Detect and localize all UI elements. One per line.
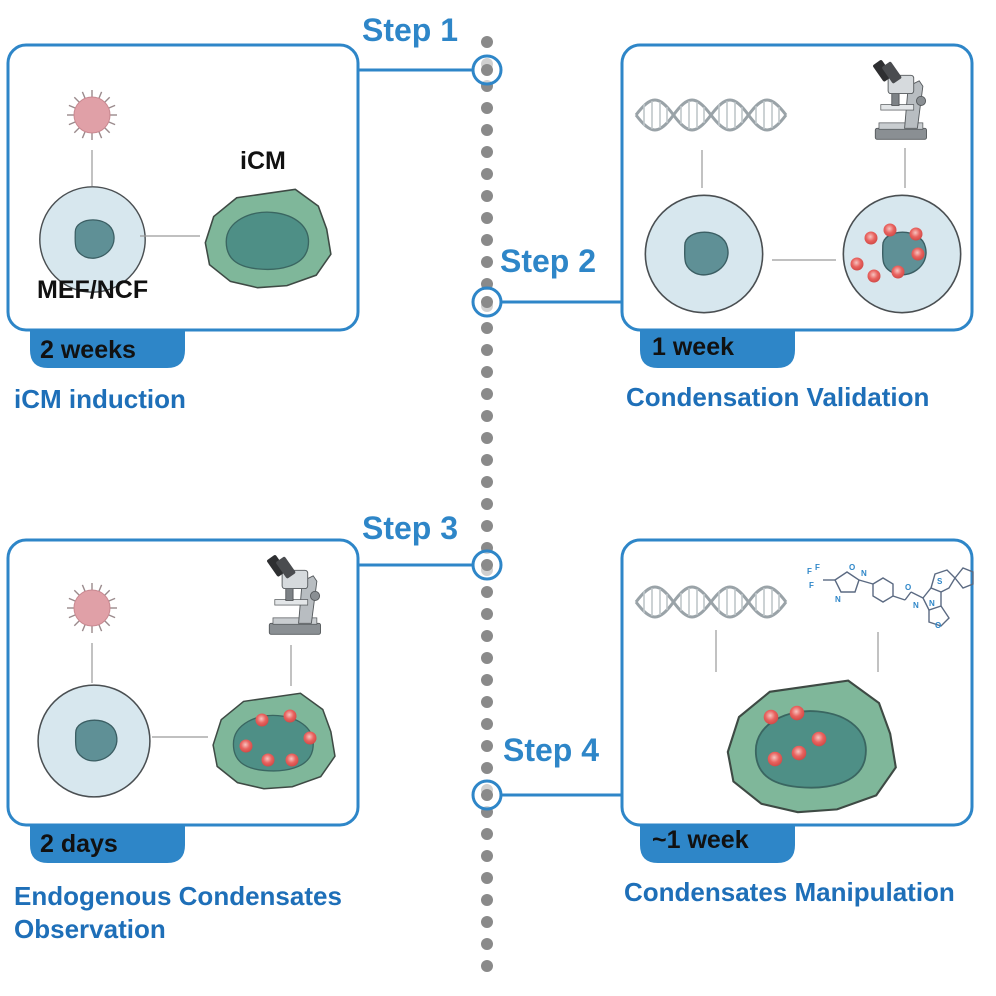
fibroblast-cell-icon [37, 684, 151, 798]
timeline-dot [481, 872, 493, 884]
timeline-dot [481, 498, 493, 510]
timeline-dot [481, 740, 493, 752]
step1-duration: 2 weeks [40, 336, 136, 364]
timeline-dot [481, 212, 493, 224]
cell-icon [644, 194, 764, 314]
step1-duration-tab [30, 330, 185, 368]
timeline-dot [481, 454, 493, 466]
step4-duration-tab [640, 825, 795, 863]
timeline-dot [481, 938, 493, 950]
step2-label: Step 2 [500, 243, 597, 279]
timeline-dot [481, 696, 493, 708]
timeline-dot [481, 366, 493, 378]
timeline-dot [481, 190, 493, 202]
condensate-cell-icon [842, 194, 962, 314]
timeline-dot [481, 36, 493, 48]
virus-icon [66, 582, 118, 634]
virus-icon [66, 89, 118, 141]
timeline-dot [481, 850, 493, 862]
step2-node-dot [481, 296, 493, 308]
timeline-dot [481, 102, 493, 114]
timeline-dot [481, 608, 493, 620]
step2-title: Condensation Validation [626, 382, 930, 412]
step1-node-dot [481, 64, 493, 76]
timeline-dot [481, 234, 493, 246]
timeline-dot [481, 630, 493, 642]
timeline [471, 36, 503, 972]
timeline-dot [481, 894, 493, 906]
step4-label: Step 4 [503, 732, 600, 768]
timeline-dot [481, 344, 493, 356]
timeline-dot [481, 476, 493, 488]
timeline-dot [481, 124, 493, 136]
step3-label: Step 3 [362, 510, 459, 546]
step1-label: Step 1 [362, 12, 459, 48]
timeline-dot [481, 410, 493, 422]
step3-duration-tab [30, 825, 185, 863]
step4-duration: ~1 week [652, 826, 749, 854]
step3-title-line2: Observation [14, 914, 166, 944]
timeline-dot [481, 828, 493, 840]
step1-title: iCM induction [14, 384, 186, 414]
step3-title-line1: Endogenous Condensates [14, 881, 342, 911]
timeline-dot [481, 322, 493, 334]
step4-title: Condensates Manipulation [624, 877, 955, 907]
timeline-dot [481, 586, 493, 598]
timeline-dot [481, 916, 493, 928]
timeline-dot [481, 652, 493, 664]
timeline-dot [481, 256, 493, 268]
timeline-dot [481, 388, 493, 400]
step2-duration-tab [640, 330, 795, 368]
timeline-dot [481, 960, 493, 972]
timeline-dot [481, 146, 493, 158]
step3-node-dot [481, 559, 493, 571]
cell-type-label: MEF/NCF [37, 276, 149, 304]
step2-duration: 1 week [652, 333, 735, 361]
timeline-dot [481, 520, 493, 532]
timeline-dot [481, 718, 493, 730]
timeline-dot [481, 168, 493, 180]
timeline-dot [481, 674, 493, 686]
icm-label: iCM [240, 147, 286, 175]
timeline-dot [481, 432, 493, 444]
step4-node-dot [481, 789, 493, 801]
step3-duration: 2 days [40, 830, 118, 858]
timeline-dot [481, 762, 493, 774]
